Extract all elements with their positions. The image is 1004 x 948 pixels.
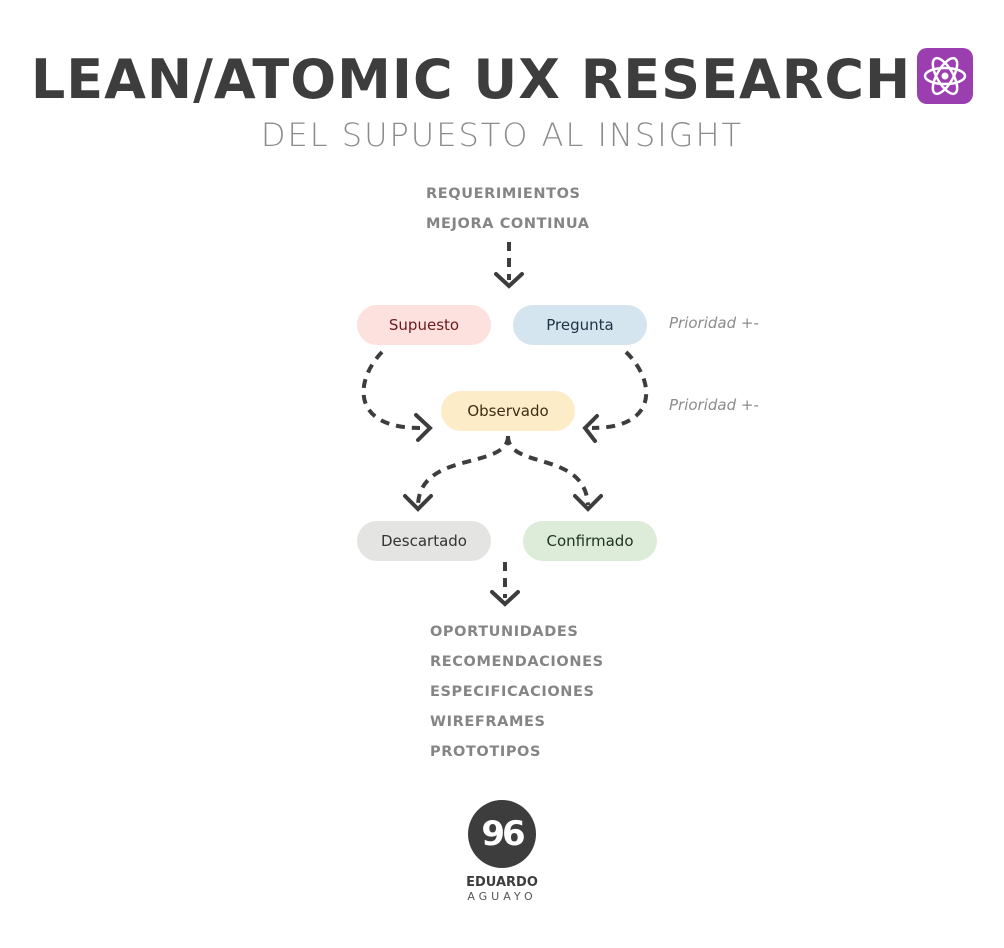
output-label: WIREFRAMES: [430, 714, 546, 730]
subtitle: DEL SUPUESTO AL INSIGHT: [260, 116, 744, 154]
logo-name: EDUARDO: [466, 875, 538, 890]
logo-surname: AGUAYO: [467, 890, 537, 903]
node-supuesto: Supuesto: [357, 305, 491, 345]
input-label: REQUERIMIENTOS: [426, 186, 581, 202]
output-label: RECOMENDACIONES: [430, 654, 604, 670]
node-observado: Observado: [441, 391, 575, 431]
atom-icon: [917, 48, 974, 104]
logo-mark: 96: [468, 800, 536, 868]
node-descartado: Descartado: [357, 521, 491, 561]
arrow-observado-descartado: [416, 435, 510, 506]
priority-note: Prioridad +-: [669, 314, 759, 332]
arrow-supuesto-observado: [361, 350, 421, 430]
arrow-observado-confirmado: [506, 435, 590, 506]
node-pregunta: Pregunta: [513, 305, 647, 345]
title-text: LEAN/ATOMIC UX RESEARCH: [30, 48, 912, 111]
output-label: OPORTUNIDADES: [430, 624, 579, 640]
arrow-pregunta-observado: [591, 350, 649, 430]
output-label: PROTOTIPOS: [430, 744, 542, 760]
input-label: MEJORA CONTINUA: [426, 216, 590, 232]
page-title: LEAN/ATOMIC UX RESEARCH: [0, 48, 1004, 111]
output-label: ESPECIFICACIONES: [430, 684, 595, 700]
priority-note: Prioridad +-: [669, 396, 759, 414]
node-confirmado: Confirmado: [523, 521, 657, 561]
